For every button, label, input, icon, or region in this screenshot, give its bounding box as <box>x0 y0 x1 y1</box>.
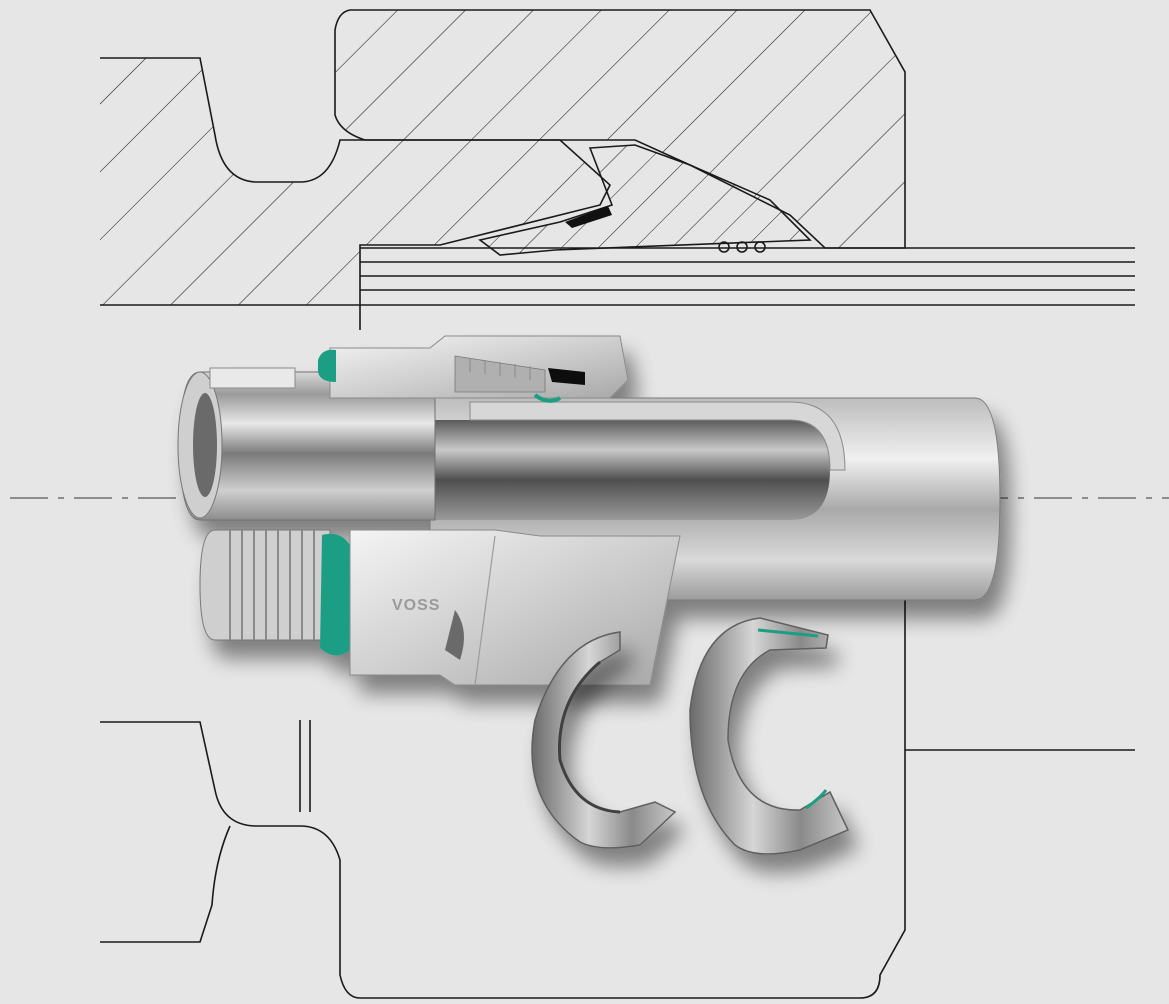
sealing-ring <box>689 617 850 855</box>
fitting-assembly-render: VOSS <box>177 335 1001 686</box>
seal-black-drawing <box>565 206 612 228</box>
o-ring-green-upper <box>318 349 336 382</box>
thread-lines <box>229 530 315 640</box>
o-ring-green-lower <box>320 533 350 656</box>
logo-text: VOSS <box>392 597 440 614</box>
cutting-ring <box>531 631 677 849</box>
seal-black <box>548 368 585 385</box>
tube-bore-cutaway <box>430 420 830 520</box>
fitting-body-cross-section <box>100 9 1135 999</box>
